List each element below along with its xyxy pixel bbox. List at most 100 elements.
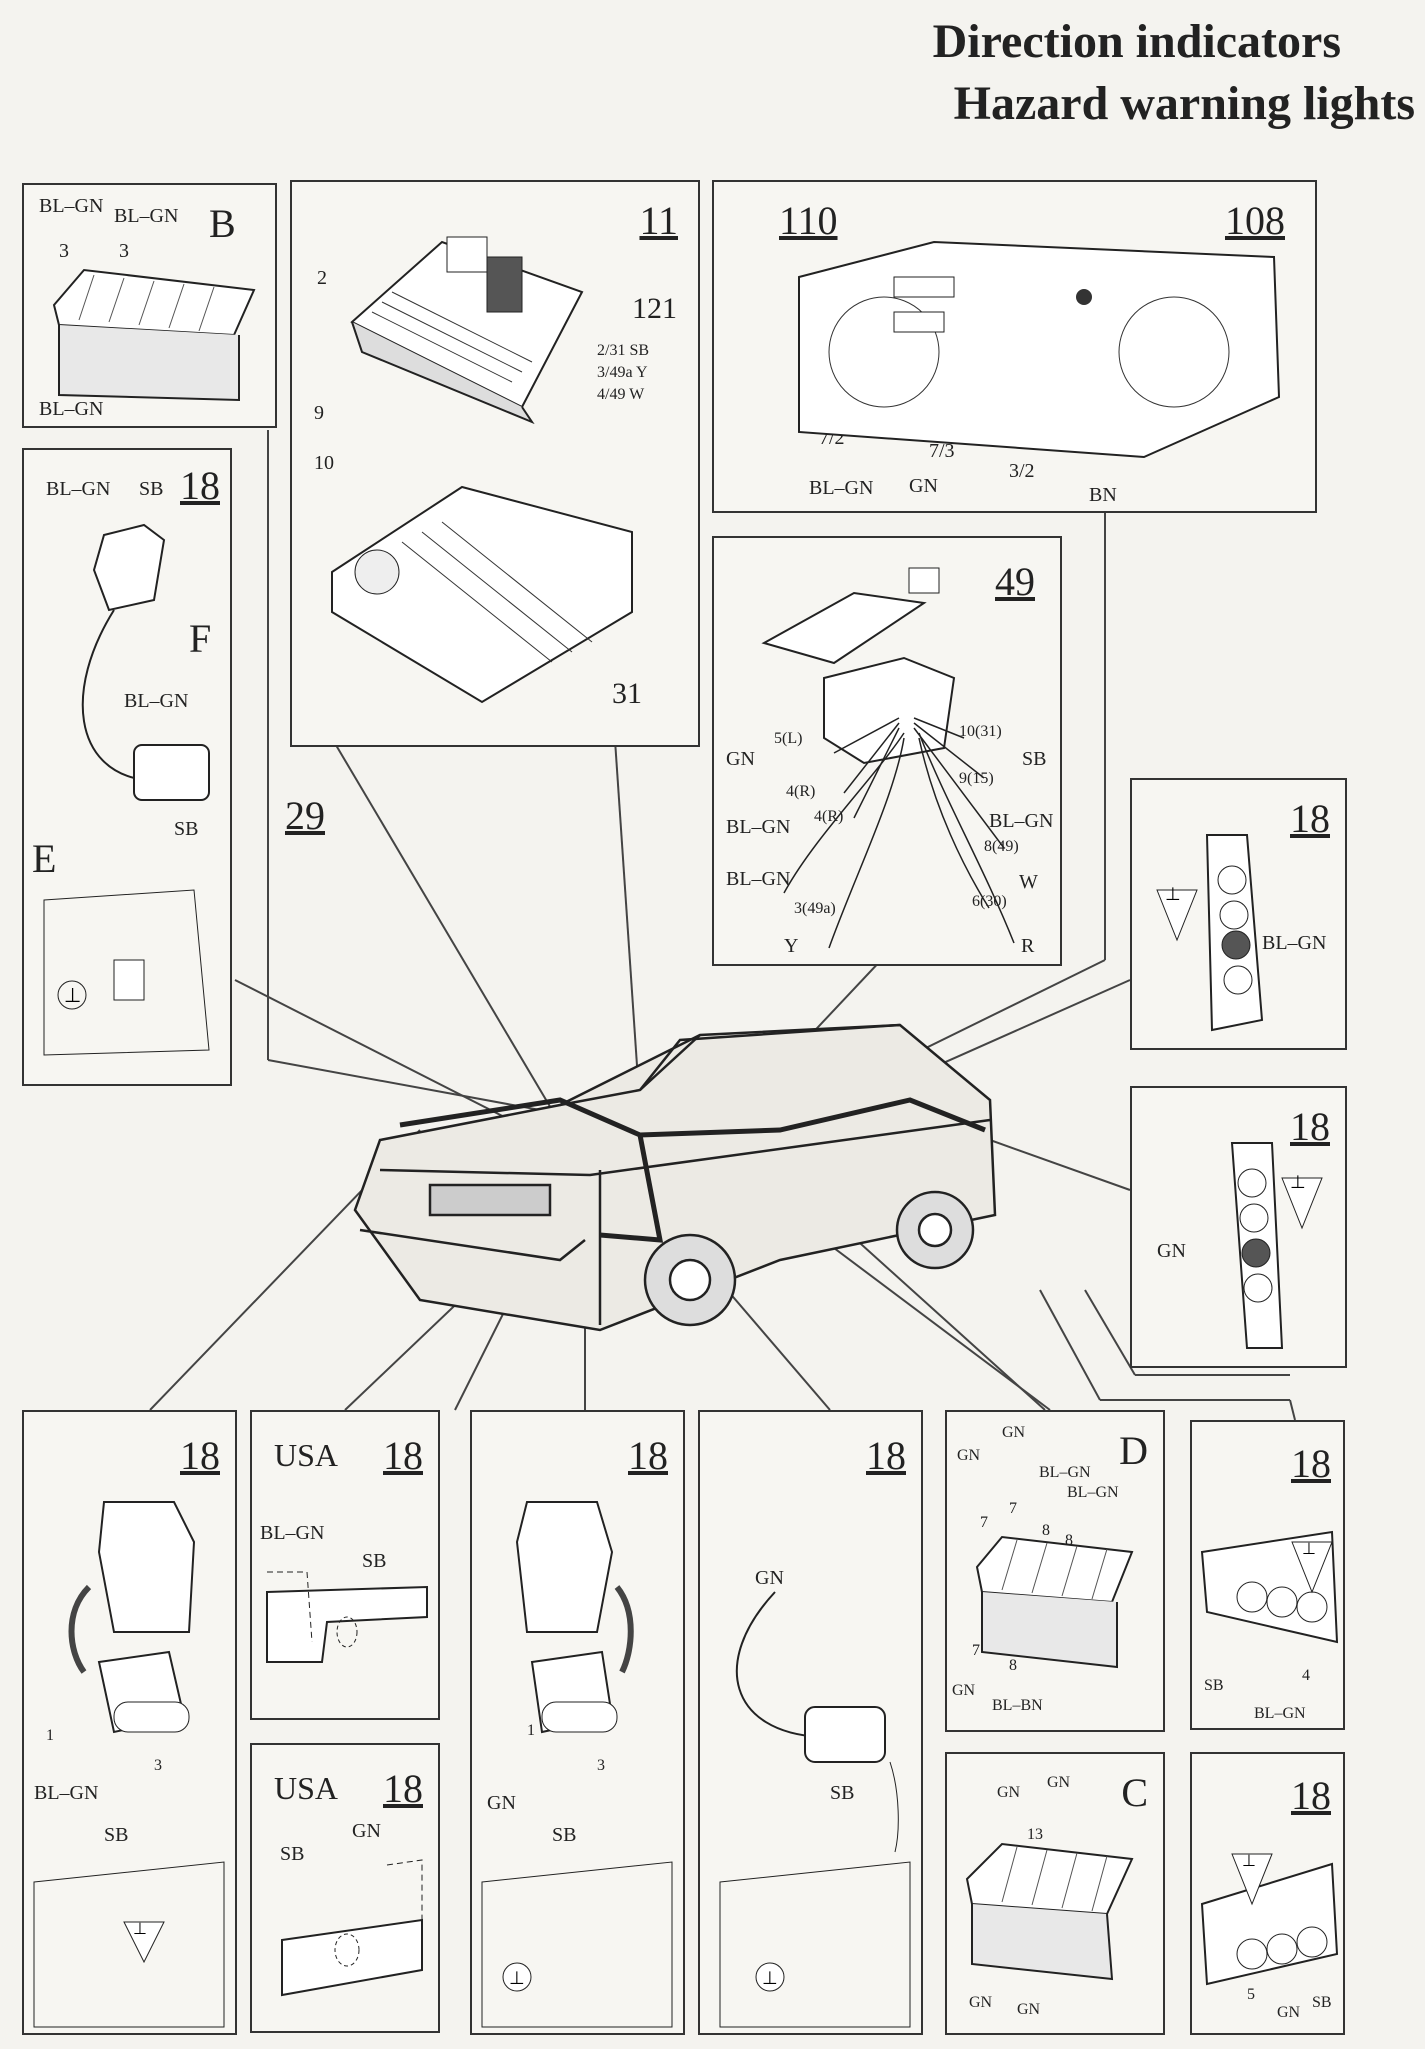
- wire-label: BL–BN: [992, 1697, 1043, 1714]
- wire-label: BN: [1089, 484, 1117, 506]
- pin-label: 3/2: [1009, 460, 1035, 482]
- panel-connector-b: B BL–GN BL–GN 3 3 BL–GN: [22, 183, 277, 428]
- car-illustration: [353, 1023, 997, 1332]
- wire-label: BL–GN: [124, 690, 189, 712]
- panel-rear-light-4: 18 5 GN SB ⊥: [1190, 1752, 1345, 2035]
- panel-rear-light-1: 18 BL–GN ⊥: [1130, 778, 1347, 1050]
- wire-label: SB: [1022, 748, 1047, 770]
- wire-label: BL–GN: [1262, 932, 1327, 954]
- wire-label: GN: [1157, 1240, 1186, 1262]
- wire-label: GN: [487, 1792, 516, 1814]
- wire-label: BL–GN: [39, 398, 104, 420]
- cluster-icon: [798, 240, 1281, 459]
- wire-label: BL–GN: [1254, 1705, 1306, 1722]
- panel-number: 18: [1291, 1441, 1331, 1486]
- region-label: USA: [274, 1770, 339, 1806]
- panel-number: 11: [639, 198, 678, 243]
- wire-label: R: [1021, 935, 1035, 957]
- usa-light-icon: [281, 1859, 423, 1997]
- wire-label: GN: [726, 748, 755, 770]
- panel-number: 49: [995, 559, 1035, 604]
- switch-icon: [761, 567, 1015, 949]
- ref-label: 9: [314, 402, 324, 424]
- wire-label: BL–GN: [726, 816, 791, 838]
- panel-front-light-right: 18 1 3 GN SB ⊥: [470, 1410, 685, 2035]
- pin-label: 4: [1302, 1667, 1310, 1684]
- wire-label: GN: [755, 1567, 784, 1589]
- svg-text:⊥: ⊥: [64, 983, 81, 1007]
- title-line-2: Hazard warning lights: [953, 77, 1415, 130]
- panel-connector-f-e: 18 F E BL–GN SB BL–GN SB ⊥: [22, 448, 232, 1086]
- pin-label: 8(49): [984, 838, 1019, 855]
- pin-label: 4(R): [786, 783, 816, 800]
- svg-text:⊥: ⊥: [1242, 1851, 1256, 1870]
- svg-text:⊥: ⊥: [133, 1919, 147, 1938]
- pin-label: 8: [1065, 1532, 1073, 1549]
- pin-label: 3: [154, 1757, 162, 1774]
- wire-label: BL–GN: [726, 868, 791, 890]
- panel-letter: D: [1119, 1428, 1148, 1473]
- panel-number: 18: [1290, 796, 1330, 841]
- panel-number-left: 110: [779, 198, 838, 243]
- pin-label: 9(15): [959, 770, 994, 787]
- pin-label: 1: [527, 1722, 535, 1739]
- wire-label: GN: [1047, 1774, 1071, 1791]
- wire-label: BL–GN: [1039, 1464, 1091, 1481]
- wire-label: BL–GN: [1067, 1484, 1119, 1501]
- pin-label: 8: [1042, 1522, 1050, 1539]
- wire-label: GN: [952, 1682, 976, 1699]
- pin-label: 7: [980, 1514, 988, 1531]
- panel-fusebox-11: 11 2 121 2/31 SB 3/49a Y 4/49 W 9 10 31: [290, 180, 700, 747]
- wire-label: GN: [352, 1820, 381, 1842]
- rear-light-icon: ⊥: [1200, 1530, 1339, 1644]
- wire-label: SB: [139, 478, 164, 500]
- rear-light-icon: ⊥: [1200, 1851, 1339, 1986]
- pin-label: 8: [1009, 1657, 1017, 1674]
- panel-connector-d: D GN GN BL–GN BL–GN 7 7 8 8 7 8 GN BL–BN: [945, 1410, 1165, 1732]
- ref-label: 2: [317, 267, 327, 289]
- wire-label: BL–GN: [114, 205, 179, 227]
- wire-label: GN: [1002, 1424, 1026, 1441]
- pin-label: 7: [972, 1642, 980, 1659]
- panel-front-light-left: 18 1 3 BL–GN SB ⊥: [22, 1410, 237, 2035]
- pin-label: 3(49a): [794, 900, 836, 917]
- fuse-label: 4/49 W: [597, 386, 645, 403]
- pin-label: 10(31): [959, 723, 1002, 740]
- ref-label: 121: [632, 292, 677, 325]
- ref-label: 31: [612, 677, 642, 710]
- pin-label: 4(R): [814, 808, 844, 825]
- front-light-icon: ⊥: [481, 1501, 673, 2028]
- panel-usa-2: USA 18 SB GN: [250, 1743, 440, 2033]
- pin-label: 5: [1247, 1986, 1255, 2003]
- wire-label: GN: [969, 1994, 993, 2011]
- wire-label: Y: [784, 935, 799, 957]
- panel-letter-f: F: [189, 616, 212, 661]
- wire-label: BL–GN: [39, 195, 104, 217]
- wire-label: GN: [957, 1447, 981, 1464]
- connector-icon: [975, 1535, 1134, 1669]
- pin-label: 1: [46, 1727, 54, 1744]
- fusebox-icon: [331, 236, 633, 704]
- region-label: USA: [274, 1437, 339, 1473]
- panel-letter: B: [209, 201, 236, 246]
- panel-number: 18: [383, 1433, 423, 1478]
- pin-label: 7: [1009, 1500, 1017, 1517]
- panel-number: 18: [383, 1766, 423, 1811]
- pin-label: 3: [119, 240, 129, 262]
- pin-label: 3: [597, 1757, 605, 1774]
- wire-label: BL–GN: [809, 477, 874, 499]
- panel-instrument-cluster: 110 108 7/2 7/3 3/2 BL–GN GN BN: [712, 180, 1317, 513]
- panel-number: 18: [180, 463, 220, 508]
- connector-f-icon: ⊥: [43, 523, 210, 1056]
- svg-text:⊥: ⊥: [1165, 884, 1181, 905]
- wire-label: SB: [174, 818, 199, 840]
- panel-usa-1: USA 18 BL–GN SB: [250, 1410, 440, 1720]
- panel-number: 18: [180, 1433, 220, 1478]
- panel-connector-c: C GN GN 13 GN GN: [945, 1752, 1165, 2035]
- panel-side-marker: 18 GN SB ⊥: [698, 1410, 923, 2035]
- panel-number: 18: [628, 1433, 668, 1478]
- panel-number: 18: [866, 1433, 906, 1478]
- wire-label: SB: [830, 1782, 855, 1804]
- pin-label: 13: [1027, 1826, 1043, 1843]
